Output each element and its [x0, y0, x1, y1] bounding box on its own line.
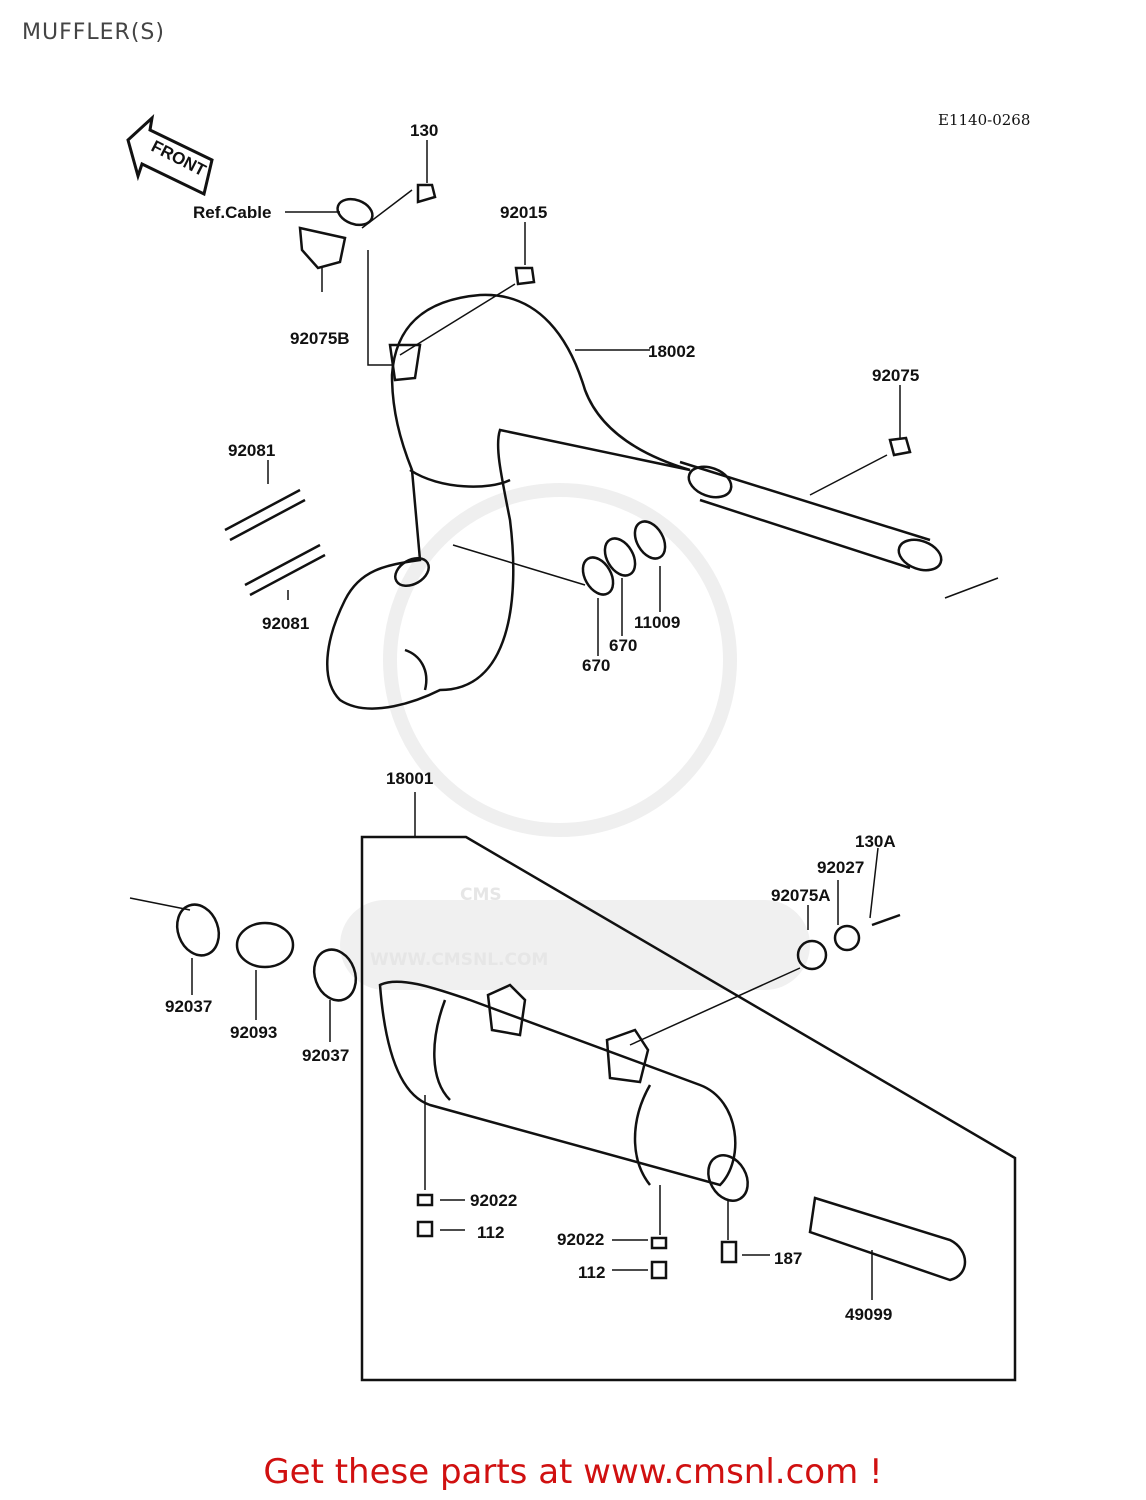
- callout-670-right: 670: [609, 636, 637, 655]
- watermark: CMS WWW.CMSNL.COM: [340, 483, 810, 990]
- callout-92093: 92093: [230, 1023, 277, 1042]
- callout-112-left: 112: [477, 1223, 504, 1242]
- callout-11009: 11009: [634, 613, 680, 632]
- callout-92037-left: 92037: [165, 997, 212, 1016]
- callout-92075: 92075: [872, 366, 919, 385]
- footer-link[interactable]: Get these parts at www.cmsnl.com !: [263, 1452, 883, 1492]
- expansion-chamber-18002: [326, 293, 691, 710]
- callout-92081-top: 92081: [228, 441, 275, 460]
- callout-92022-right: 92022: [557, 1230, 604, 1249]
- watermark-brand: CMS: [460, 885, 502, 905]
- callout-187: 187: [774, 1249, 802, 1268]
- callout-92015: 92015: [500, 203, 547, 222]
- silencer-18001: [378, 980, 737, 1187]
- watermark-url: WWW.CMSNL.COM: [370, 950, 548, 970]
- callout-92022-left: 92022: [470, 1191, 517, 1210]
- callout-18002: 18002: [648, 342, 695, 361]
- callout-92075b: 92075B: [290, 329, 350, 348]
- callout-92081-bottom: 92081: [262, 614, 309, 633]
- callout-112-right: 112: [578, 1263, 605, 1282]
- callout-670-left: 670: [582, 656, 610, 675]
- page-title: MUFFLER(S): [22, 20, 165, 45]
- diagram-code: E1140-0268: [938, 111, 1030, 129]
- callout-92075a: 92075A: [771, 886, 831, 905]
- callout-92027: 92027: [817, 858, 864, 877]
- silencer-box-18001: [360, 835, 1017, 1382]
- callout-49099: 49099: [845, 1305, 892, 1324]
- callout-18001: 18001: [386, 769, 433, 788]
- callout-ref-cable: Ref.Cable: [193, 203, 271, 222]
- callout-130a: 130A: [855, 832, 896, 851]
- callout-130: 130: [410, 121, 438, 140]
- front-arrow-icon: FRONT: [126, 113, 214, 197]
- callout-92037-right: 92037: [302, 1046, 349, 1065]
